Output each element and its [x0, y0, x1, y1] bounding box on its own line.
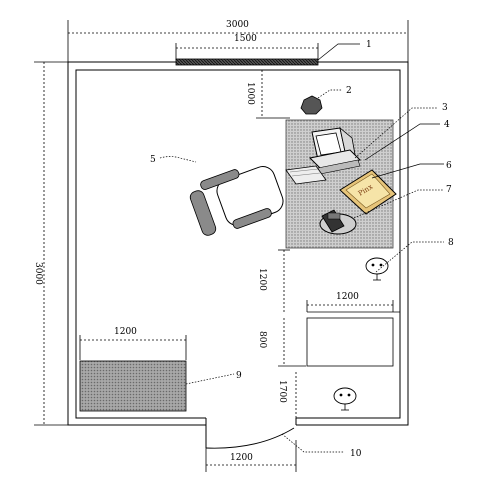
dimension-door-side-label: 1700	[277, 380, 287, 403]
dimension-door-side: 1700	[277, 372, 297, 420]
callout-7: 7	[446, 185, 452, 195]
callout-10: 10	[350, 449, 362, 459]
dimension-desk-length-label: 1200	[336, 292, 359, 302]
dimension-window-offset: 1000	[245, 70, 290, 119]
dimension-window-offset-label: 1000	[245, 82, 255, 105]
dimension-door-width-label: 1200	[230, 453, 253, 463]
dimension-cabinet-depth: 800	[257, 318, 306, 367]
callout-4: 4	[444, 120, 450, 130]
window	[175, 58, 319, 66]
plant-icon	[300, 95, 323, 115]
dimension-desk-to-door: 1200	[257, 249, 290, 312]
dimension-window-width-label: 1500	[234, 34, 257, 44]
dimension-overall-depth-label: 3000	[33, 262, 43, 285]
callout-6: 6	[446, 161, 452, 171]
dimension-sofa-length: 1200	[79, 327, 187, 360]
dimension-cabinet-depth-label: 800	[257, 331, 267, 348]
dimension-overall-width-label: 3000	[226, 20, 249, 30]
dimension-desk-length: 1200	[306, 292, 394, 312]
outlet-icon	[365, 257, 389, 281]
dimension-overall-depth: 3000	[33, 61, 68, 426]
callout-1: 1	[366, 40, 372, 50]
dimension-window-width: 1500	[175, 34, 319, 60]
dimension-sofa-length-label: 1200	[114, 327, 137, 337]
callout-3: 3	[442, 103, 448, 113]
dimension-overall-width: 3000	[67, 20, 409, 62]
callout-leaders	[159, 43, 444, 453]
telephone-icon	[319, 209, 357, 235]
cabinet	[306, 317, 394, 367]
chair-icon	[189, 166, 284, 236]
drawing-pad-icon: Pinx	[339, 169, 397, 215]
computer-icon	[285, 126, 362, 185]
callout-8: 8	[448, 238, 454, 248]
outlet-icon	[333, 387, 357, 411]
callout-5: 5	[150, 155, 156, 165]
door-swing	[205, 427, 295, 449]
sofa	[79, 360, 187, 412]
callout-9: 9	[236, 371, 242, 381]
dimension-desk-to-door-label: 1200	[257, 268, 267, 291]
callout-2: 2	[346, 86, 352, 96]
